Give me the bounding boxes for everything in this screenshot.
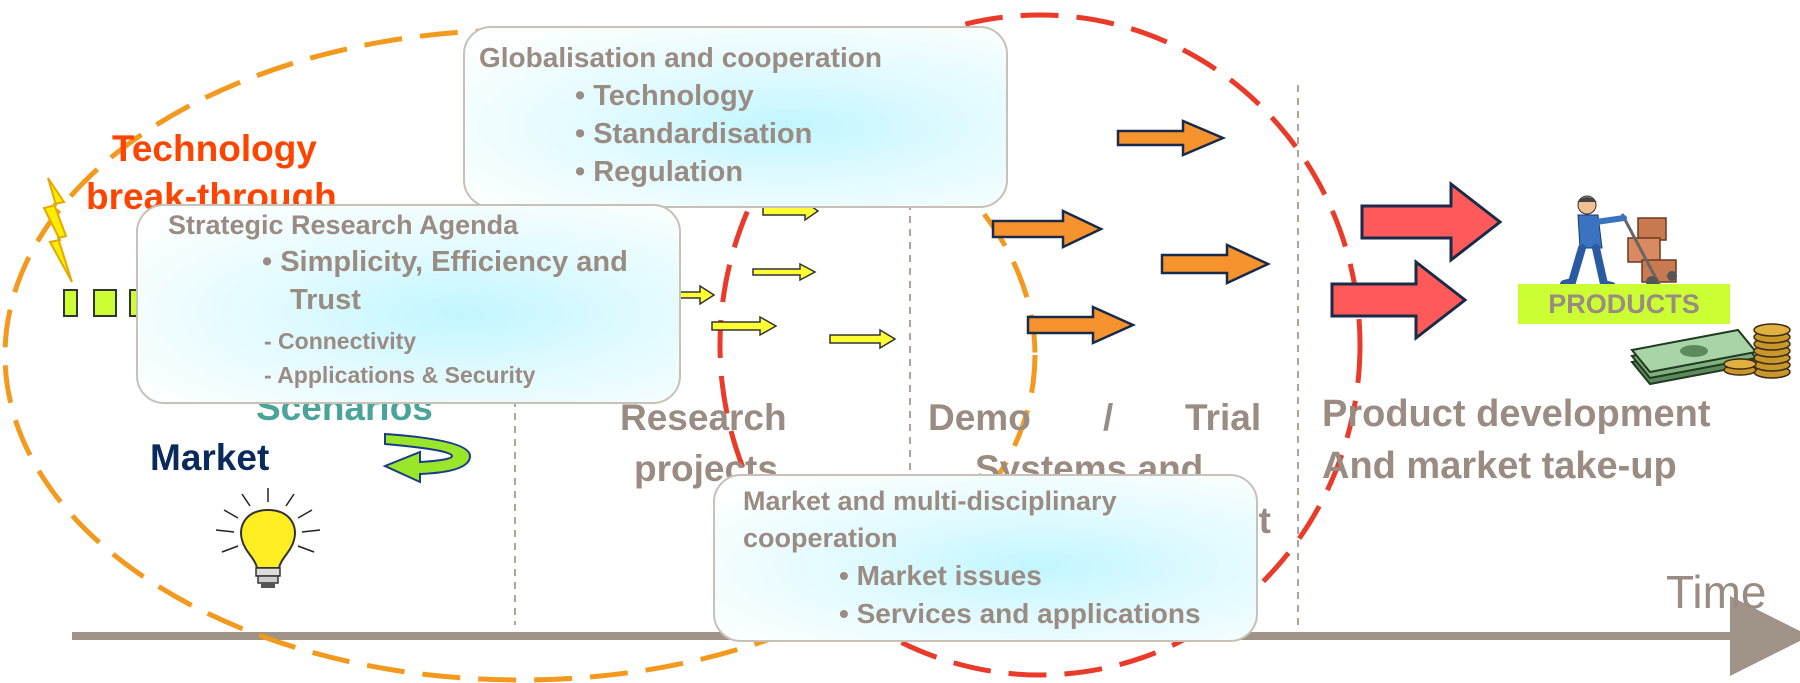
strategic-title: Strategic Research Agenda xyxy=(168,210,519,240)
coin-stack-icon xyxy=(1723,323,1791,379)
strategic-item-connectivity: - Connectivity xyxy=(264,328,417,354)
globalisation-item-standardisation: Standardisation xyxy=(575,118,812,151)
strategic-agenda-box: Strategic Research Agenda Simplicity, Ef… xyxy=(136,204,681,404)
small-arrows xyxy=(679,200,897,350)
demo-slash: / xyxy=(1103,397,1114,438)
products-badge-label: PRODUCTS xyxy=(1548,289,1700,319)
demo-ellipse xyxy=(717,12,1363,678)
strategic-item-applications: - Applications & Security xyxy=(264,362,536,388)
strategic-item-simplicity: Simplicity, Efficiency and xyxy=(262,246,628,279)
globalisation-item-technology: Technology xyxy=(575,80,754,113)
strategic-item-trust: Trust xyxy=(290,284,361,316)
market-coop-title-1: Market and multi-disciplinary xyxy=(743,486,1117,516)
market-takeup-label: And market take-up xyxy=(1322,445,1677,487)
globalisation-title: Globalisation and cooperation xyxy=(479,42,882,73)
product-development-label: Product development xyxy=(1322,393,1711,435)
market-coop-item-services: Services and applications xyxy=(839,598,1201,630)
technology-label: Technology xyxy=(112,128,317,169)
large-arrows xyxy=(1330,180,1503,342)
time-label: Time xyxy=(1666,566,1767,618)
market-coop-title-2: cooperation xyxy=(743,523,898,553)
lightbulb-icon xyxy=(215,488,321,588)
trial-label: Trial xyxy=(1185,397,1262,438)
delivery-worker-icon xyxy=(1560,195,1677,290)
globalisation-box: Globalisation and cooperation Technology… xyxy=(463,26,1008,208)
demo-label: Demo xyxy=(928,397,1031,438)
cycle-arrow-icon xyxy=(382,432,472,484)
technology-squares xyxy=(63,289,143,317)
lightning-icon xyxy=(42,177,73,283)
products-badge: PRODUCTS xyxy=(1518,284,1730,324)
research-ellipse xyxy=(2,27,1038,683)
globalisation-item-regulation: Regulation xyxy=(575,156,743,189)
market-cooperation-box: Market and multi-disciplinary cooperatio… xyxy=(713,474,1258,642)
money-stack-icon xyxy=(1630,328,1758,386)
medium-arrows xyxy=(991,119,1271,345)
market-coop-item-issues: Market issues xyxy=(839,560,1042,592)
market-label: Market xyxy=(150,437,270,478)
